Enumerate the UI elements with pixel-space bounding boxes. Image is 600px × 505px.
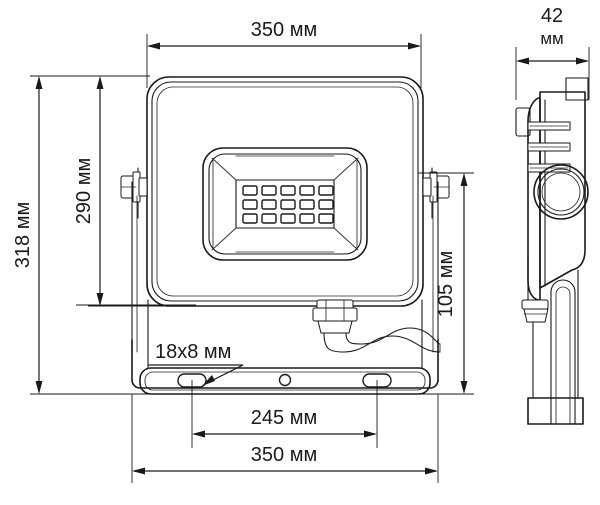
circular-boss — [533, 164, 589, 220]
dim-slot-size-callout: 18x8 мм — [148, 341, 244, 386]
dim-bracket-height: 105 мм — [418, 172, 474, 395]
dim-label-top-width: 350 мм — [251, 19, 317, 41]
side-body-profile — [515, 77, 589, 425]
side-view: 42 мм — [515, 5, 590, 425]
dim-bottom-width: 350 мм — [131, 394, 439, 483]
dim-label-overall-height: 318 мм — [12, 202, 34, 268]
cable-gland-assembly — [312, 299, 441, 353]
led-array — [242, 185, 334, 224]
dim-body-height: 290 мм — [73, 75, 196, 307]
side-bracket-foot — [521, 257, 584, 425]
dim-label-body-height: 290 мм — [73, 158, 95, 224]
dim-label-slot-size: 18x8 мм — [155, 341, 231, 363]
dimension-set-front: 350 мм 318 мм 290 мм 105 мм — [12, 19, 474, 483]
dim-label-bracket-height: 105 мм — [435, 251, 457, 317]
dim-hole-spacing: 245 мм — [191, 380, 378, 448]
bracket-rails — [131, 181, 439, 353]
dim-label-bottom-width: 350 мм — [251, 444, 317, 466]
dim-label-side-depth-unit: мм — [540, 29, 563, 48]
center-hole — [278, 373, 292, 387]
dim-top-width: 350 мм — [146, 19, 422, 88]
led-module — [202, 147, 368, 261]
dim-side-depth: 42 мм — [515, 5, 590, 100]
dim-label-side-depth-value: 42 — [541, 5, 563, 27]
dim-label-hole-spacing: 245 мм — [251, 407, 317, 429]
